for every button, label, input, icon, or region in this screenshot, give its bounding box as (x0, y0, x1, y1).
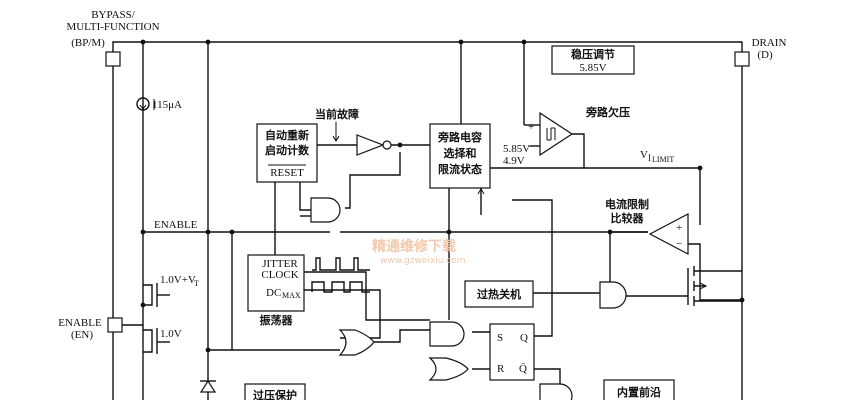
sr-latch: S Q R Q̄ (489, 323, 535, 381)
thermal-block: 过热关机 (464, 280, 534, 308)
leading-edge-label: 内置前沿 (617, 385, 661, 399)
uv-minus: − (528, 141, 534, 153)
bypass-cap-label-2: 选择和 (444, 146, 477, 160)
comparator-label-1: 电流限制 (605, 197, 649, 211)
pin-enable: ENABLE (EN) (58, 317, 123, 341)
dc-waveform (311, 281, 370, 293)
inverter-gate (356, 134, 392, 156)
current-fault-label: 当前故障 (315, 107, 359, 121)
auto-restart-reset-label: RESET (270, 167, 304, 179)
osc-dc-sub-label: MAX (282, 291, 301, 300)
sr-q-label: Q (520, 332, 528, 344)
overvoltage-label: 过压保护 (253, 388, 297, 400)
pin-drain: DRAIN (D) (734, 37, 787, 67)
enable-net-label: ENABLE (154, 219, 198, 231)
vt-sub-label: T (194, 279, 199, 288)
current-source: 115μA (136, 97, 182, 111)
uv-threshold-2: 4.9V (503, 155, 525, 167)
overvoltage-block: 过压保护 (244, 383, 306, 400)
vilimit-sub-1: I (648, 153, 651, 163)
osc-jitter-label: JITTER (262, 258, 298, 270)
clock-waveform (312, 257, 370, 271)
auto-restart-label-2: 启动计数 (265, 143, 310, 157)
osc-dc-label: DC (266, 287, 281, 299)
fault-arrow (332, 122, 340, 142)
leading-edge-block: 内置前沿 (603, 379, 675, 400)
sr-s-label: S (497, 332, 503, 344)
and-gate-drive (599, 281, 627, 309)
current-limit-comparator: 电流限制 比较器 + − (605, 197, 701, 262)
regulator-block: 稳压调节 5.85V (551, 45, 635, 75)
comp-plus: + (676, 222, 682, 234)
or-gate-reset (428, 357, 469, 381)
regulator-label-1: 稳压调节 (571, 47, 615, 61)
bypass-uv-comparator: + − 旁路欠压 5.85V 4.9V (503, 105, 630, 168)
uv-plus: + (528, 121, 534, 133)
pin-bypass-label-3: (BP/M) (71, 37, 105, 49)
osc-clock-label: CLOCK (261, 269, 298, 281)
and-gate-bottom (539, 383, 573, 400)
pin-enable-label-2: (EN) (71, 329, 93, 341)
auto-restart-block: 自动重新 启动计数 RESET (256, 123, 318, 183)
vilimit-main: V (640, 149, 648, 161)
and-gate-set (429, 321, 465, 347)
vilimit-label: V I LIMIT (640, 149, 674, 164)
pin-bypass: BYPASS/ MULTI-FUNCTION (BP/M) (66, 9, 160, 67)
wiring (112, 41, 743, 400)
pin-enable-label-1: ENABLE (58, 317, 102, 329)
sr-qbar-label: Q̄ (519, 363, 527, 375)
watermark-url: www.gzweixiu.com (380, 256, 466, 266)
power-mosfet (687, 266, 742, 306)
auto-restart-label-1: 自动重新 (265, 128, 309, 142)
pin-drain-label-2: (D) (757, 49, 773, 61)
pin-bypass-label-2: MULTI-FUNCTION (66, 21, 159, 33)
vt-label: 1.0V+V (160, 274, 196, 286)
thermal-label: 过热关机 (477, 287, 521, 301)
current-source-label: 115μA (152, 99, 182, 111)
bypass-cap-block: 旁路电容 选择和 限流状态 (429, 123, 491, 198)
or-gate-1 (338, 329, 430, 356)
comp-minus: − (676, 238, 682, 250)
osc-name-label: 振荡器 (260, 313, 294, 327)
zener-diode (199, 379, 217, 393)
sr-r-label: R (497, 363, 505, 375)
bypass-cap-label-1: 旁路电容 (437, 130, 482, 144)
junctions (140, 39, 745, 353)
watermark-text: 精通维修下载 (372, 238, 456, 255)
oscillator-block: JITTER CLOCK DC MAX 振荡器 (247, 254, 305, 327)
bypass-cap-label-3: 限流状态 (438, 162, 482, 176)
enable-transistor-top: 1.0V+V T (143, 274, 199, 307)
pin-bypass-label-1: BYPASS/ (91, 9, 136, 21)
comparator-label-2: 比较器 (611, 211, 645, 225)
regulator-label-2: 5.85V (579, 62, 606, 74)
and-gate-reset (300, 197, 341, 223)
bypass-uv-label: 旁路欠压 (585, 105, 630, 119)
enable-transistor-bottom: 1.0V (143, 328, 182, 354)
pin-drain-label-1: DRAIN (752, 37, 787, 49)
vilimit-sub-2: LIMIT (652, 155, 674, 164)
uv-threshold-1: 5.85V (503, 143, 530, 155)
v1-label: 1.0V (160, 328, 182, 340)
